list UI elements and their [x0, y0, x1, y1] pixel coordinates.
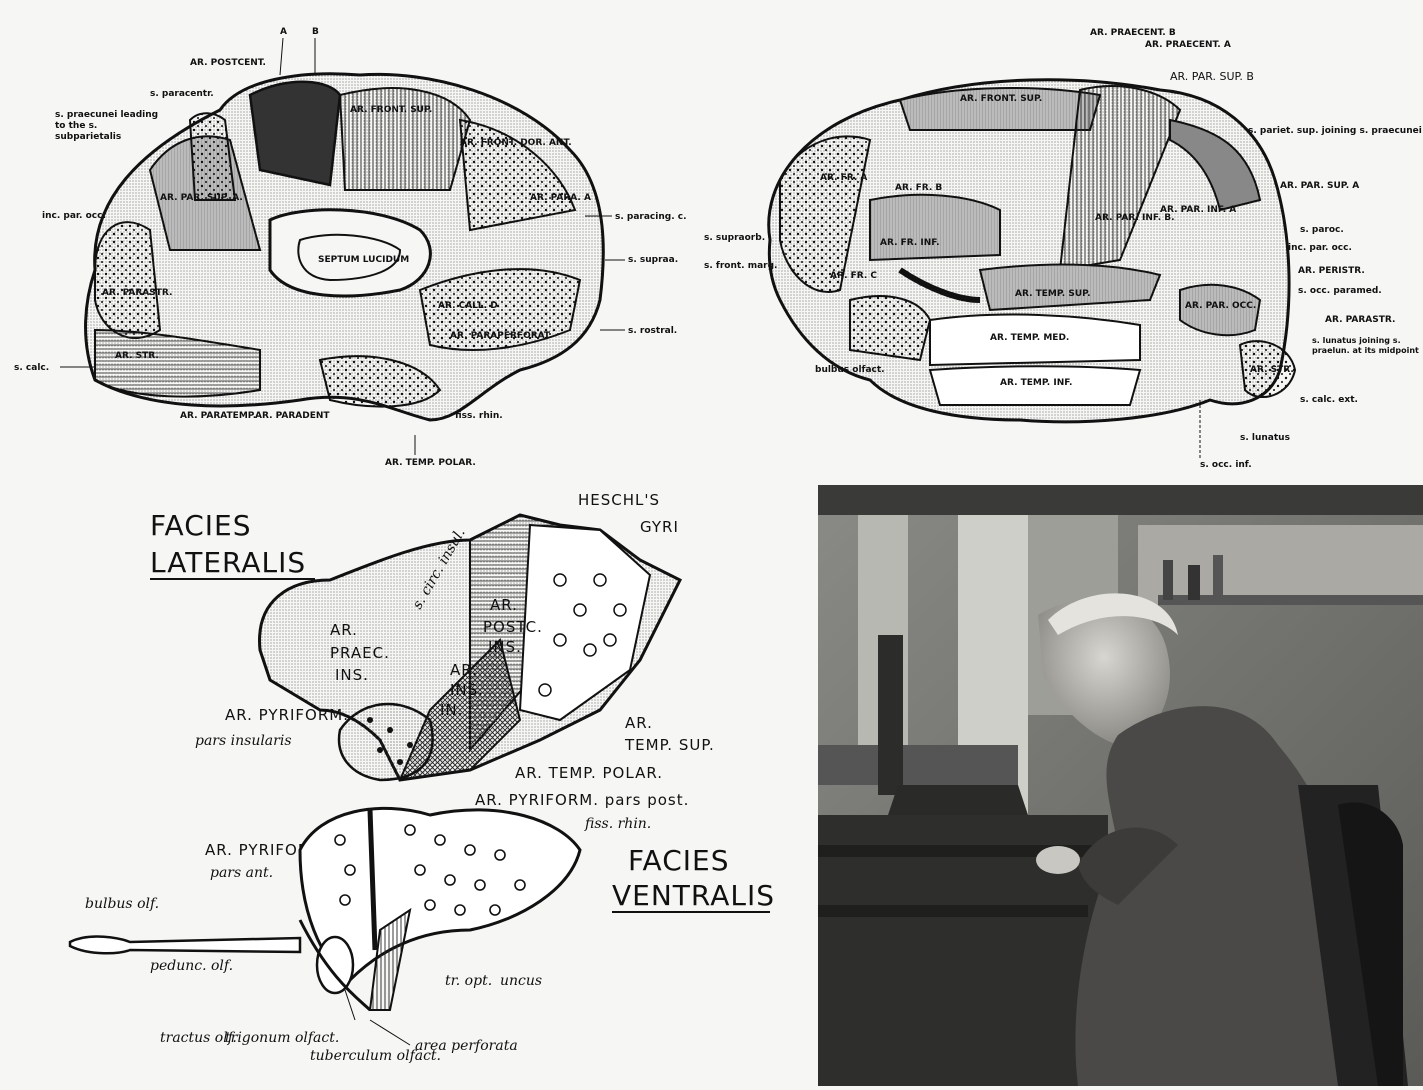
- area-label: AR. STR.: [1250, 365, 1294, 375]
- area-label: AR. TEMP. SUP.: [1015, 289, 1091, 299]
- label: AR. PAR. SUP. B: [1170, 70, 1254, 83]
- label: uncus: [500, 973, 542, 989]
- heschl-label: GYRI: [640, 518, 679, 536]
- area-label: INS.: [335, 666, 369, 684]
- facies-lateralis-title: FACIES: [150, 509, 251, 542]
- medial-brain-diagram: AR. FRONT. SUP. AR. FRONT. DOR. ANT. AR.…: [0, 0, 700, 480]
- facies-ventralis-title: VENTRALIS: [612, 879, 775, 912]
- label: bulbus olfact.: [815, 365, 885, 375]
- area-label: AR. PAR. INF. A: [1160, 205, 1236, 215]
- area-label: AR. TEMP. MED.: [990, 333, 1069, 343]
- area-label: AR. TEMP. INF.: [1000, 378, 1072, 388]
- label: s. supraa.: [628, 255, 678, 265]
- label: s. paracentr.: [150, 89, 214, 99]
- label: trigonum olfact.: [225, 1030, 339, 1046]
- label: s. paracing. c.: [615, 212, 687, 222]
- label: s. calc. ext.: [1300, 395, 1358, 405]
- label: AR. PRAECENT. B: [1090, 28, 1176, 38]
- area-label: AR. FRONT. SUP.: [960, 94, 1042, 104]
- area-label: AR. PAR. OCC.: [1185, 301, 1256, 311]
- area-label: AR. FR. INF.: [880, 238, 940, 248]
- label: bulbus olf.: [85, 896, 159, 912]
- label: AR.: [625, 714, 653, 732]
- label: TEMP. SUP.: [624, 736, 715, 754]
- area-label: INS.: [488, 638, 522, 656]
- label: pedunc. olf.: [150, 958, 233, 974]
- label: B: [312, 27, 319, 37]
- area-label: AR. CALL. D: [438, 301, 498, 311]
- label: fiss. rhin.: [455, 411, 503, 421]
- label: s. paroc.: [1300, 225, 1344, 235]
- label: s. praecunei leading to the s. subpariet…: [55, 110, 165, 143]
- scientist-photograph: [818, 485, 1423, 1086]
- label: s. rostral.: [628, 326, 677, 336]
- heschl-label: HESCHL'S: [578, 491, 660, 509]
- label: s. front. marg.: [704, 261, 777, 271]
- label: s. occ. inf.: [1200, 460, 1252, 470]
- area-label: IN.: [440, 701, 463, 719]
- area-label: AR. FRONT. DOR. ANT.: [460, 138, 572, 148]
- area-label: AR. STR.: [115, 351, 159, 361]
- label: s. lunatus joining s. praelun. at its mi…: [1312, 336, 1420, 356]
- label: AR. PARADENT: [255, 411, 330, 421]
- area-label: AR. FR. B: [895, 183, 942, 193]
- label: AR. TEMP. POLAR.: [385, 458, 476, 468]
- area-label: AR.: [330, 621, 358, 639]
- area-label: AR. PAR. SUP. A.: [160, 193, 243, 203]
- area-label: INS.: [450, 681, 484, 699]
- label: AR. PRAECENT. A: [1145, 40, 1231, 50]
- label: AR. PYRIFORM. pars post.: [475, 791, 689, 809]
- label: AR. PYRIFORM.: [225, 706, 349, 724]
- label: s. lunatus: [1240, 433, 1290, 443]
- area-label: AR. PARA. A: [530, 193, 591, 203]
- area-label: AR. FRONT. SUP.: [350, 105, 432, 115]
- area-label: AR.: [450, 661, 478, 679]
- area-label: PRAEC.: [330, 644, 390, 662]
- insula-diagram: FACIES LATERALIS FACIES VENTRALIS HESCHL…: [0, 480, 810, 1086]
- label: fiss. rhin.: [584, 816, 651, 832]
- label: s. calc.: [14, 363, 49, 373]
- lateral-brain-diagram: AR. PRAECENT. B AR. PRAECENT. A AR. PAR.…: [700, 0, 1423, 480]
- label: pars insularis: [195, 733, 292, 749]
- label: inc. par. occ.: [42, 211, 106, 221]
- label: AR. PERISTR.: [1298, 266, 1365, 276]
- area-label: AR. FR. A: [820, 173, 867, 183]
- label: AR. PAR. SUP. A: [1280, 181, 1359, 191]
- area-label: SEPTUM LUCIDUM: [318, 255, 409, 265]
- label: s. supraorb.: [704, 233, 765, 243]
- label: pars ant.: [210, 865, 273, 881]
- label: s. pariet. sup. joining s. praecunei on …: [1248, 126, 1423, 136]
- area-label: AR. FR. C: [830, 271, 877, 281]
- label: inc. par. occ.: [1288, 243, 1352, 253]
- label: AR. TEMP. POLAR.: [515, 764, 663, 782]
- label: AR. PARASTR.: [1325, 315, 1395, 325]
- area-label: AR. PARASTR.: [102, 288, 172, 298]
- label: AR. PARATEMP.: [180, 411, 256, 421]
- facies-lateralis-title: LATERALIS: [150, 546, 306, 579]
- label: s. occ. paramed.: [1298, 286, 1382, 296]
- area-label: AR.: [490, 596, 518, 614]
- area-label: AR. PARAPERFORAT.: [450, 331, 552, 341]
- label: A: [280, 27, 287, 37]
- label: AR. POSTCENT.: [190, 58, 266, 68]
- label: tr. opt.: [445, 973, 492, 989]
- area-label: POSTC.: [483, 618, 543, 636]
- facies-ventralis-title: FACIES: [628, 844, 729, 877]
- label: area perforata: [415, 1038, 518, 1054]
